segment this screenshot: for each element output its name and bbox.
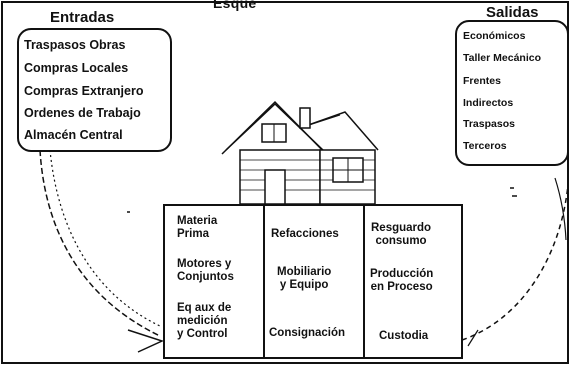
salidas-item: Económicos [463, 30, 526, 42]
category-cell: Custodia [379, 330, 429, 342]
salidas-item: Taller Mecánico [463, 52, 542, 64]
category-column: Materia Prima Motores y Conjuntos Eq aux… [165, 206, 263, 357]
stray-mark [510, 187, 517, 197]
salidas-title: Salidas [486, 4, 539, 21]
storage-categories-table: Materia Prima Motores y Conjuntos Eq aux… [163, 204, 463, 359]
category-cell: Producción en Proceso [370, 268, 434, 293]
salidas-item: Terceros [463, 140, 507, 152]
category-column: Resguardo consumo Producción en Proceso … [363, 206, 461, 357]
diagram-top-title: Esque [213, 0, 257, 11]
salidas-item: Indirectos [463, 97, 514, 109]
category-cell: Mobiliario y Equipo [277, 266, 332, 291]
incoming-arrow [39, 149, 165, 353]
entradas-item: Traspasos Obras [24, 38, 126, 52]
category-cell: Resguardo consumo [371, 222, 432, 247]
entradas-item: Almacén Central [24, 128, 123, 142]
salidas-box: Económicos Taller Mecánico Frentes Indir… [455, 20, 569, 166]
salidas-item: Frentes [463, 75, 501, 87]
category-cell: Materia Prima [177, 215, 218, 240]
category-cell: Eq aux de medición y Control [177, 302, 232, 340]
entradas-item: Compras Extranjero [24, 84, 144, 98]
entradas-title: Entradas [50, 9, 115, 26]
entradas-box: Traspasos Obras Compras Locales Compras … [17, 28, 172, 152]
category-column: Refacciones Mobiliario y Equipo Consigna… [263, 206, 363, 357]
entradas-item: Ordenes de Trabajo [24, 106, 141, 120]
category-cell: Motores y Conjuntos [177, 258, 234, 283]
entradas-item: Compras Locales [24, 61, 129, 75]
category-cell: Refacciones [271, 228, 339, 240]
salidas-item: Traspasos [463, 118, 515, 130]
category-cell: Consignación [269, 327, 346, 339]
house-icon [221, 100, 379, 205]
outgoing-arrow [461, 177, 569, 347]
